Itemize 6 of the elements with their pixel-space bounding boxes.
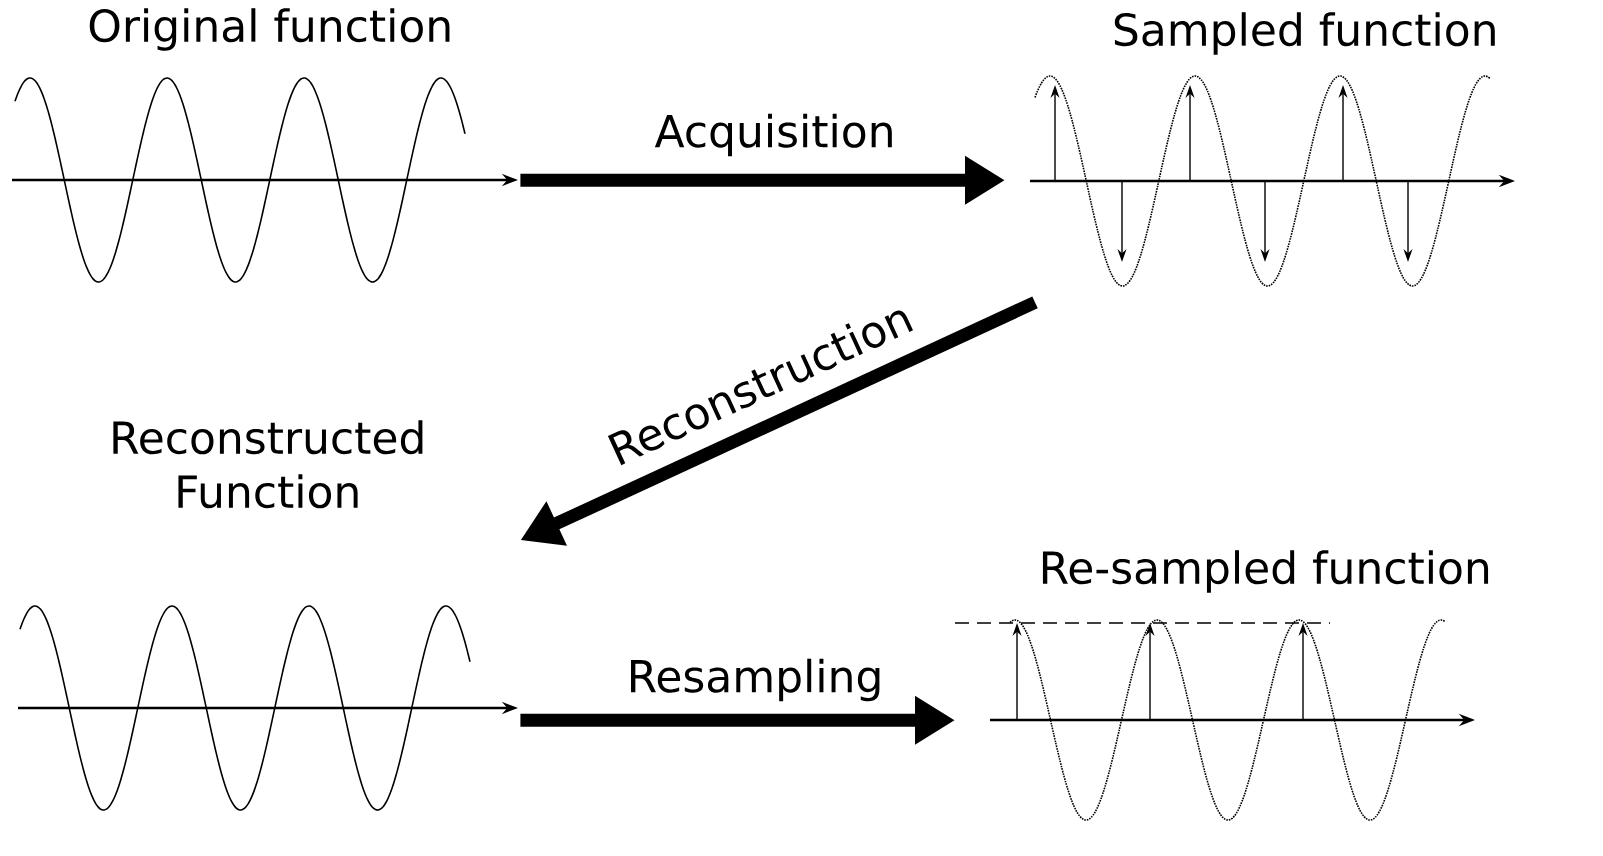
panel-title: Sampled function [1114, 12, 1495, 55]
edge-label: Resampling [631, 658, 880, 702]
panel-title: Re-sampled function [1042, 550, 1489, 593]
panel-title: Reconstructed Function [113, 420, 423, 509]
edge-label: Acquisition [654, 113, 892, 157]
panel-title: Original function [89, 8, 450, 51]
